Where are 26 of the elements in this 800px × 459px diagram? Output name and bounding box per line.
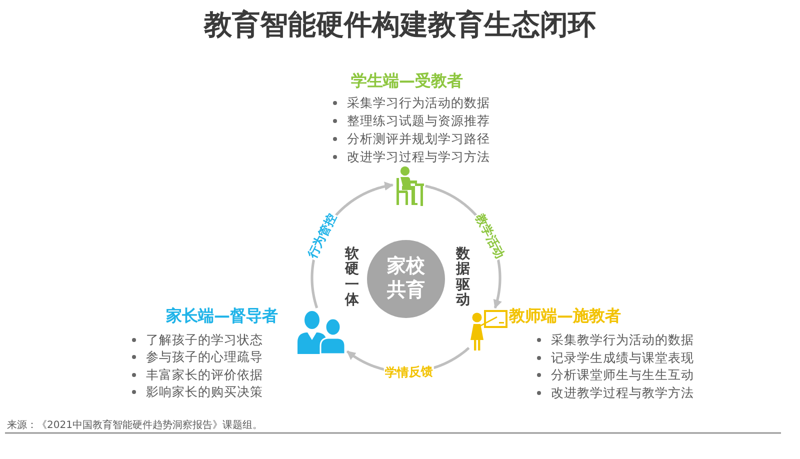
bullet-text: 记录学生成绩与课堂表现: [551, 350, 694, 366]
bullet-text: 改进学习过程与学习方法: [347, 148, 490, 165]
two-people-icon: [297, 309, 346, 354]
vertical-label: 数据驱动: [456, 247, 470, 309]
role-heading: 教师端—施教者: [509, 306, 621, 326]
edge-label: 行为管控: [304, 210, 340, 262]
role-heading: 家长端—督导者: [166, 306, 278, 326]
bullet-text: 分析课堂师生与生生互动: [551, 367, 694, 384]
bullet-text: 采集教学行为活动的数据: [551, 332, 694, 348]
source-note: 来源：《2021中国教育智能硬件趋势洞察报告》课题组。: [7, 419, 262, 432]
bullet-text: 影响家长的购买决策: [146, 384, 263, 400]
bullet-text: 参与孩子的心理疏导: [146, 349, 263, 366]
bullet-text: 整理练习试题与资源推荐: [347, 113, 490, 130]
bullet-text: 分析测评并规划学习路径: [347, 130, 490, 147]
person-at-desk-icon: [394, 166, 424, 206]
bullet-text: 采集学习行为活动的数据: [347, 95, 490, 112]
bullet-text: 丰富家长的评价依据: [146, 366, 263, 383]
vertical-label: 软硬一体: [345, 247, 359, 309]
role-heading: 学生端—受教者: [351, 71, 463, 91]
bullet-text: 改进教学过程与教学方法: [551, 384, 694, 401]
edge-label: 教学活动: [472, 210, 508, 262]
bullet-text: 了解孩子的学习状态: [146, 332, 263, 348]
edge-label: 学情反馈: [383, 364, 434, 380]
person-at-board-icon: [470, 309, 508, 351]
center-text: 家校共育: [386, 255, 426, 303]
title: 教育智能硬件构建教育生态闭环: [202, 7, 597, 43]
